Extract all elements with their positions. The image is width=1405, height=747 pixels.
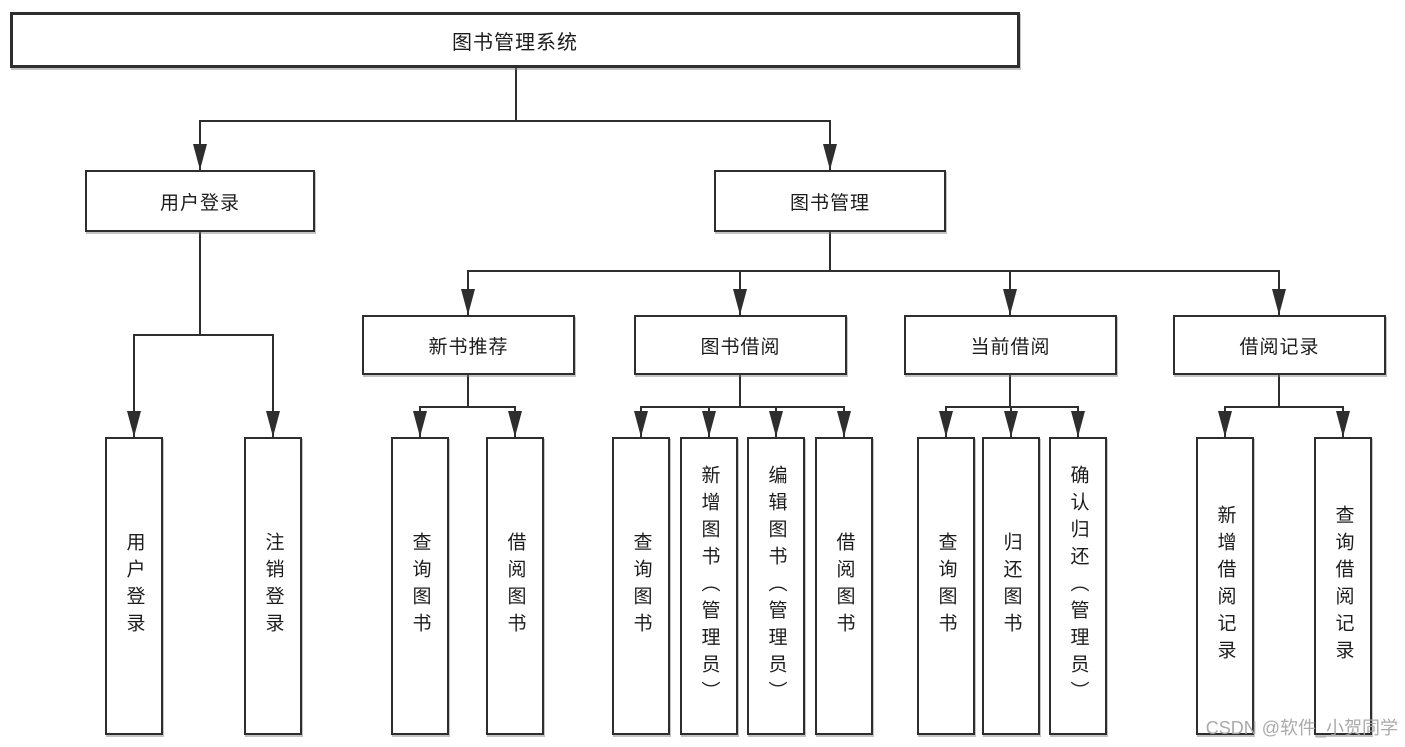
node-label: 查询图书 — [630, 532, 652, 640]
arrow-down-icon — [1218, 411, 1232, 437]
arrow-down-icon — [127, 411, 141, 437]
arrow-down-icon — [733, 289, 747, 315]
arrow-down-icon — [508, 411, 522, 437]
arrow-down-icon — [1004, 411, 1018, 437]
leaf-borrow-books-recommend: 借阅图书 — [486, 437, 544, 735]
arrow-down-icon — [837, 411, 851, 437]
node-label: 注销登录 — [262, 532, 284, 640]
arrow-down-icon — [823, 144, 837, 170]
node-label: 图书管理系统 — [452, 31, 578, 54]
node-library-management-system: 图书管理系统 — [10, 12, 1020, 68]
leaf-add-books-admin: 新增图书（管理员） — [680, 437, 738, 735]
leaf-edit-books-admin: 编辑图书（管理员） — [747, 437, 805, 735]
node-label: 归还图书 — [1000, 532, 1022, 640]
leaf-add-borrow-record: 新增借阅记录 — [1196, 437, 1254, 735]
arrow-down-icon — [769, 411, 783, 437]
connector-line — [199, 232, 201, 336]
node-label: 查询图书 — [409, 532, 431, 640]
connector-line — [199, 120, 831, 122]
connector-line — [133, 334, 274, 336]
node-label: 图书借阅 — [700, 336, 781, 358]
node-book-management: 图书管理 — [714, 170, 946, 232]
connector-line — [467, 270, 1280, 272]
node-label: 新书推荐 — [428, 336, 509, 358]
node-label: 借阅图书 — [504, 532, 526, 640]
node-current-borrowing: 当前借阅 — [904, 315, 1117, 375]
leaf-borrow-books: 借阅图书 — [815, 437, 873, 735]
leaf-user-login: 用户登录 — [105, 437, 163, 735]
leaf-return-books: 归还图书 — [982, 437, 1040, 735]
arrow-down-icon — [702, 411, 716, 437]
node-label: 确认归还（管理员） — [1067, 464, 1089, 708]
node-borrowing-records: 借阅记录 — [1173, 315, 1386, 375]
node-user-login: 用户登录 — [85, 170, 315, 232]
leaf-confirm-return-admin: 确认归还（管理员） — [1049, 437, 1107, 735]
node-label: 用户登录 — [123, 532, 145, 640]
node-book-borrowing: 图书借阅 — [634, 315, 847, 375]
arrow-down-icon — [1071, 411, 1085, 437]
node-label: 编辑图书（管理员） — [765, 464, 787, 708]
leaf-query-borrow-record: 查询借阅记录 — [1314, 437, 1372, 735]
node-label: 查询图书 — [935, 532, 957, 640]
arrow-down-icon — [193, 144, 207, 170]
arrow-down-icon — [1272, 289, 1286, 315]
arrow-down-icon — [413, 411, 427, 437]
leaf-query-books-recommend: 查询图书 — [391, 437, 449, 735]
connector-line — [419, 406, 516, 408]
connector-line — [829, 232, 831, 272]
connector-line — [945, 406, 1079, 408]
node-label: 图书管理 — [789, 192, 870, 214]
connector-line — [272, 334, 274, 437]
node-label: 借阅记录 — [1239, 336, 1320, 358]
watermark: CSDN @软件_小贺同学 — [1205, 718, 1398, 738]
arrow-down-icon — [1003, 289, 1017, 315]
node-new-book-recommend: 新书推荐 — [362, 315, 575, 375]
leaf-query-books-borrowing: 查询图书 — [612, 437, 670, 735]
connector-line — [1224, 406, 1344, 408]
connector-line — [640, 406, 845, 408]
connector-line — [467, 375, 469, 408]
node-label: 用户登录 — [159, 192, 240, 214]
node-label: 借阅图书 — [833, 532, 855, 640]
arrow-down-icon — [939, 411, 953, 437]
connector-line — [515, 68, 517, 122]
arrow-down-icon — [1336, 411, 1350, 437]
connector-line — [1009, 375, 1011, 408]
connector-line — [1278, 375, 1280, 408]
connector-line — [739, 375, 741, 408]
node-label: 新增借阅记录 — [1214, 505, 1236, 667]
arrow-down-icon — [461, 289, 475, 315]
node-label: 当前借阅 — [970, 336, 1051, 358]
leaf-logout: 注销登录 — [244, 437, 302, 735]
node-label: 查询借阅记录 — [1332, 505, 1354, 667]
arrow-down-icon — [634, 411, 648, 437]
leaf-query-books-current: 查询图书 — [917, 437, 975, 735]
connector-line — [133, 334, 135, 437]
arrow-down-icon — [266, 411, 280, 437]
node-label: 新增图书（管理员） — [698, 464, 720, 708]
